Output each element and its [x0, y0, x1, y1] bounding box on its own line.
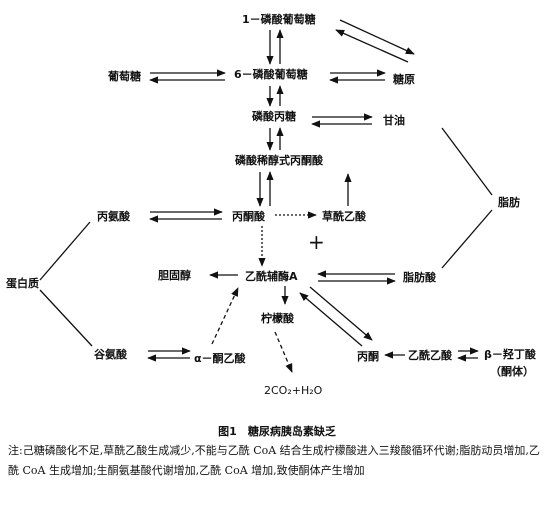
arrow-citrate-to-co2 — [274, 331, 293, 373]
node-acetone: 丙酮 — [357, 350, 379, 363]
node-ketone-bodies: （酮体） — [490, 365, 534, 378]
node-oxaloacetate: 草酰乙酸 — [322, 210, 366, 223]
fat-bracket-lower — [441, 209, 493, 269]
node-co2-water: 2CO₂+H₂O — [264, 384, 323, 397]
node-glucose: 葡萄糖 — [108, 70, 141, 83]
plus-sign: + — [308, 230, 325, 254]
node-alanine: 丙氨酸 — [97, 210, 130, 223]
arrow-acetone-to-acetylcoa — [299, 292, 363, 347]
protein-bracket-upper — [39, 221, 91, 281]
node-alpha-ketoglutarate: α－酮乙酸 — [194, 352, 246, 365]
node-fatty-acid: 脂肪酸 — [403, 271, 436, 284]
node-beta-hydroxybutyrate: β－羟丁酸 — [484, 348, 536, 361]
node-phosphoenolpyruvate: 磷酸稀醇式丙酮酸 — [235, 154, 323, 167]
arrow-g1p-to-glycogen — [339, 19, 415, 55]
node-acetyl-coa: 乙酰辅酶A — [245, 270, 298, 283]
arrow-glycogen-to-g1p — [335, 29, 409, 63]
pathway-arrows — [39, 19, 493, 373]
node-citrate: 柠檬酸 — [261, 312, 294, 325]
fat-bracket-upper — [441, 127, 493, 196]
node-fat: 脂肪 — [498, 196, 520, 209]
metabolic-pathway-diagram: 1－磷酸葡萄糖 葡萄糖 6－磷酸葡萄糖 糖原 磷酸丙糖 甘油 磷酸稀醇式丙酮酸 … — [6, 13, 536, 397]
arrow-acetylcoa-to-acetone — [309, 286, 373, 341]
arrow-akg-to-acetylcoa — [211, 287, 239, 345]
node-triose-phosphate: 磷酸丙糖 — [252, 110, 296, 123]
node-glycerol: 甘油 — [383, 114, 405, 127]
figure-caption: 图1 糖尿病胰岛素缺乏 — [218, 425, 336, 438]
node-cholesterol: 胆固醇 — [158, 269, 191, 282]
figure-note: 注:己糖磷酸化不足,草酰乙酸生成减少,不能与乙酰 CoA 结合生成柠檬酸进入三羧… — [8, 444, 540, 477]
node-glutamate: 谷氨酸 — [94, 348, 127, 361]
node-pyruvate: 丙酮酸 — [232, 210, 265, 223]
node-glucose-6-phosphate: 6－磷酸葡萄糖 — [234, 68, 308, 81]
protein-bracket-lower — [39, 289, 93, 347]
node-protein: 蛋白质 — [6, 277, 39, 290]
node-glycogen: 糖原 — [393, 73, 415, 86]
node-acetoacetate: 乙酰乙酸 — [408, 349, 452, 362]
node-glucose-1-phosphate: 1－磷酸葡萄糖 — [242, 13, 316, 26]
